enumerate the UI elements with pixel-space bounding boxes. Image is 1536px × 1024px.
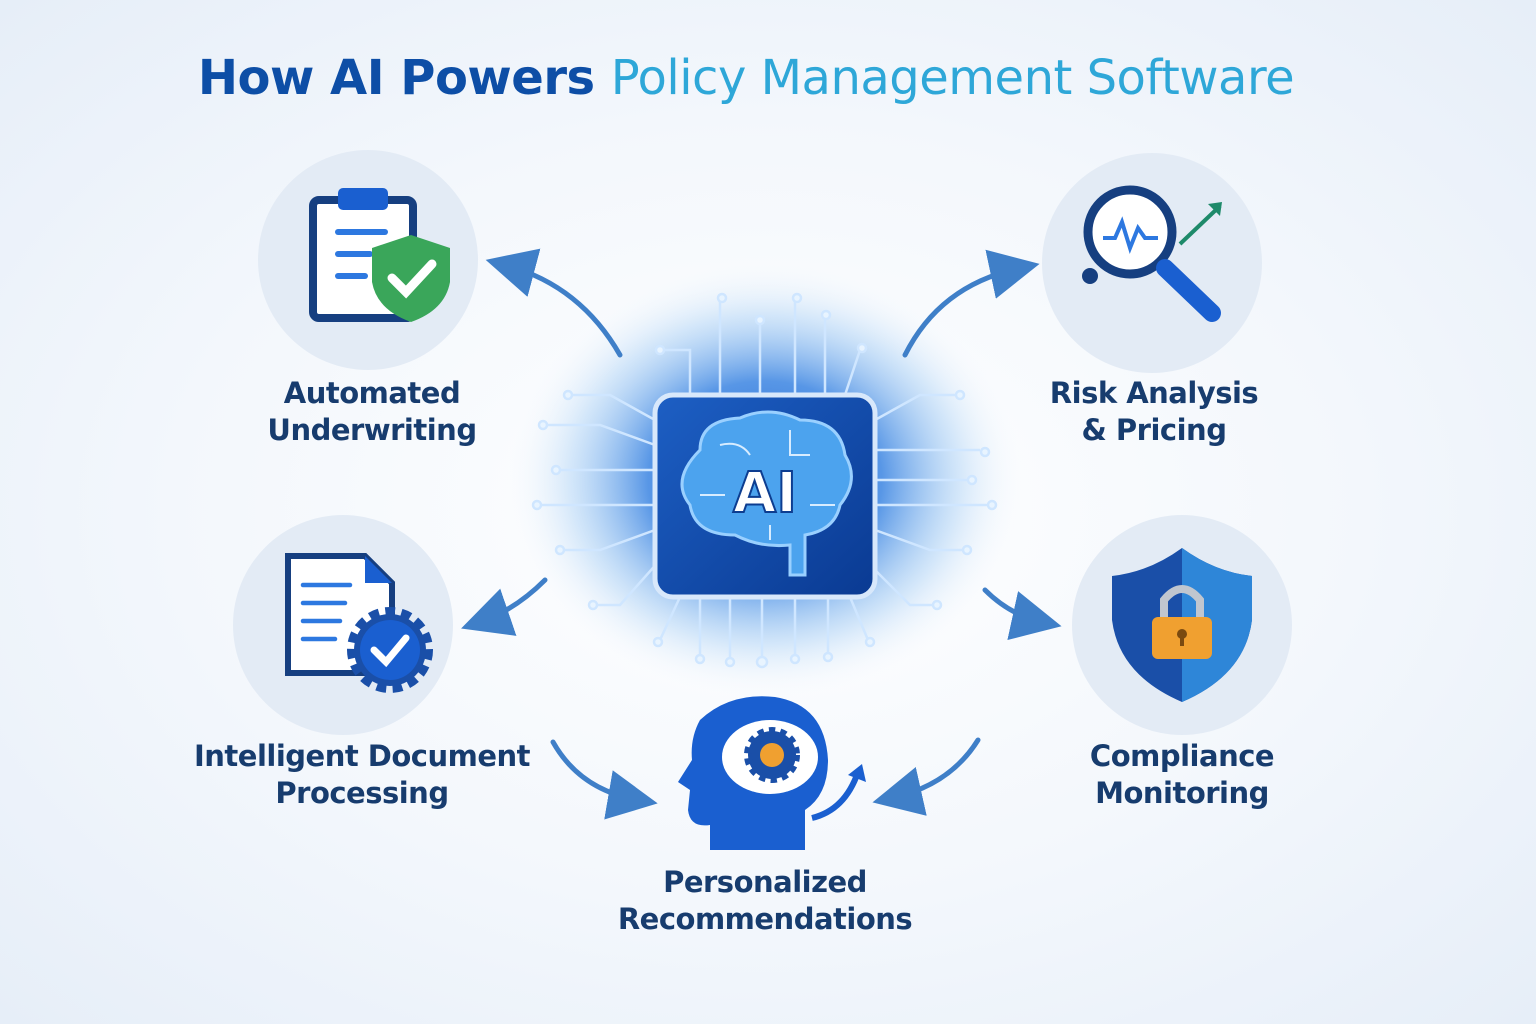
magnifier-chart-icon bbox=[1082, 185, 1222, 322]
page-title: How AI Powers Policy Management Software bbox=[197, 50, 1295, 106]
brain-icon bbox=[680, 410, 853, 577]
clipboard-shield-icon bbox=[309, 188, 450, 322]
head-gear-icon bbox=[678, 696, 866, 850]
arrows bbox=[461, 248, 1062, 820]
ai-label: AI bbox=[733, 461, 797, 526]
arrow-left-to-personalized bbox=[550, 739, 658, 820]
document-gear-icon bbox=[285, 553, 433, 693]
arrow-to-risk bbox=[902, 249, 1040, 358]
arrow-right-to-personalized bbox=[872, 737, 981, 816]
arrow-to-underwriting bbox=[485, 248, 623, 358]
shield-lock-icon bbox=[1112, 548, 1252, 702]
arrow-to-compliance bbox=[982, 587, 1062, 641]
arrow-to-documents bbox=[461, 577, 548, 636]
label-risk-analysis: Risk Analysis& Pricing bbox=[1049, 376, 1259, 447]
ai-core: AI bbox=[505, 260, 1025, 700]
circuit-traces bbox=[531, 292, 998, 669]
